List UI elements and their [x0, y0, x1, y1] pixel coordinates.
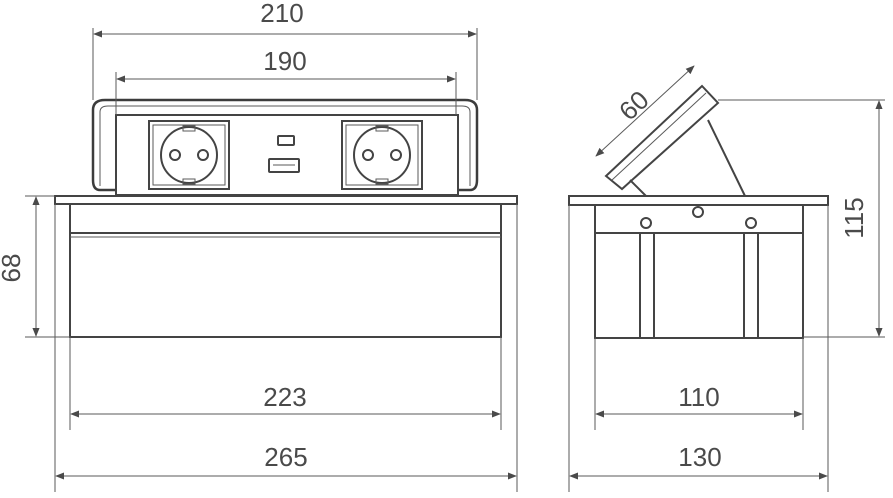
- side-bolt: [692, 206, 704, 218]
- front-body: [69, 203, 502, 338]
- dim-side-height: 115: [839, 197, 869, 238]
- socket-left: [148, 120, 230, 190]
- dim-front-top-outer: 210: [260, 0, 303, 28]
- usb-ports: [268, 135, 300, 173]
- socket-panel: [115, 114, 459, 196]
- side-view: 60 115 110 130: [568, 65, 885, 492]
- front-top-housing-inner: [99, 105, 471, 186]
- side-bolt: [745, 217, 757, 229]
- dim-front-top-inner: 190: [263, 46, 306, 76]
- side-flange: [568, 195, 829, 206]
- dim-front-height: 68: [0, 254, 26, 283]
- dim-front-bottom-outer: 265: [264, 442, 307, 472]
- dim-side-bottom-inner: 110: [678, 382, 719, 412]
- socket-right: [341, 120, 423, 190]
- side-body: [594, 204, 804, 339]
- front-view: 210 190 68 223 265: [0, 0, 518, 492]
- dim-side-bottom-outer: 130: [678, 442, 721, 472]
- front-top-housing: [91, 98, 479, 192]
- dim-side-lid: 60: [613, 85, 655, 127]
- front-flange: [54, 195, 518, 205]
- dim-front-bottom-inner: 223: [263, 382, 306, 412]
- side-bolt: [640, 217, 652, 229]
